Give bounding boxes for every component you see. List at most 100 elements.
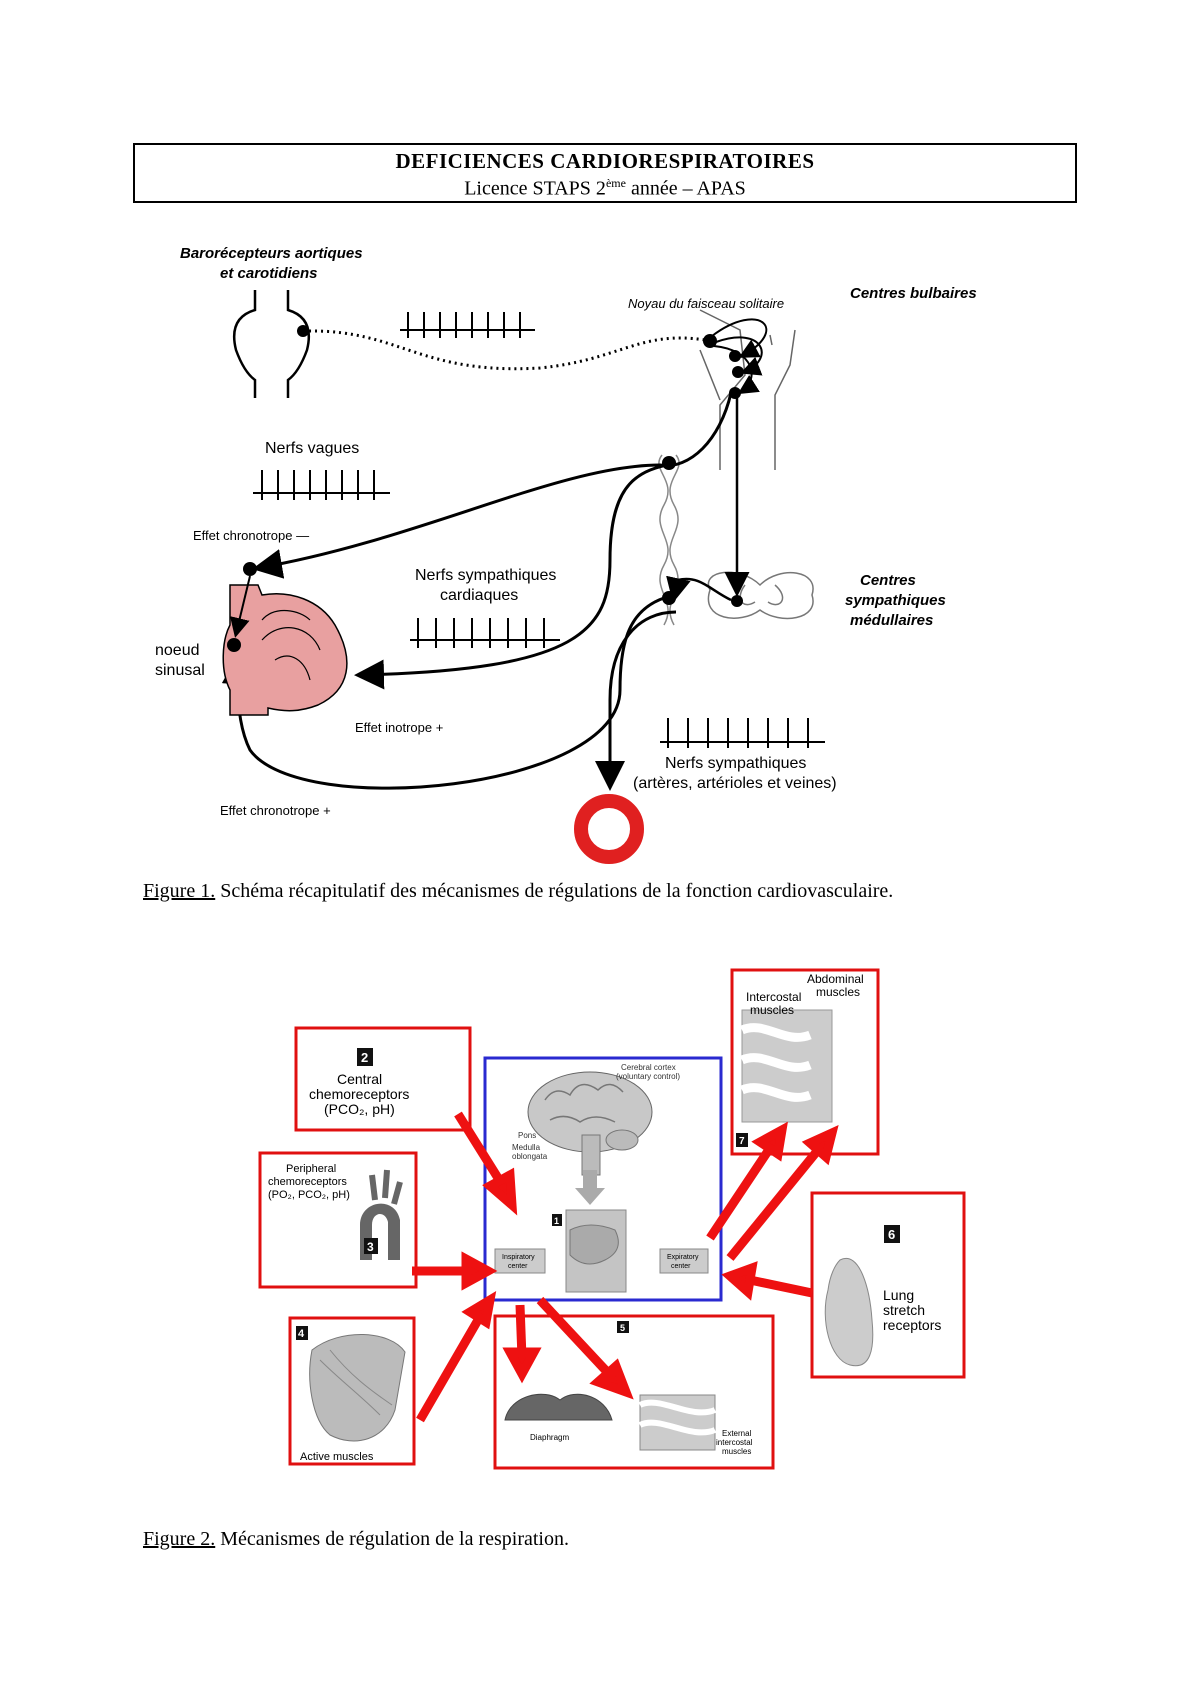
spinal-neuron-dot bbox=[731, 595, 743, 607]
central-label-2: chemoreceptors bbox=[309, 1086, 409, 1102]
centres-symp-label-2: sympathiques bbox=[845, 592, 946, 609]
figure-1-caption: Figure 1. Schéma récapitulatif des mécan… bbox=[143, 880, 893, 903]
vagal-pathway bbox=[252, 392, 733, 579]
brain-down-arrow bbox=[575, 1170, 605, 1205]
cortex-label-1: Cerebral cortex bbox=[621, 1063, 676, 1072]
muscles-number: 4 bbox=[298, 1328, 305, 1340]
expiratory-label-2: center bbox=[671, 1263, 691, 1270]
intercostal-label-1: Intercostal bbox=[746, 990, 801, 1004]
noeud-label-2: sinusal bbox=[155, 662, 205, 679]
lung-number: 6 bbox=[888, 1227, 895, 1242]
subtitle-text-end: année – APAS bbox=[625, 177, 746, 200]
resp-number-badge bbox=[617, 1321, 629, 1333]
center-number-badge bbox=[552, 1214, 562, 1226]
vagal-to-sinus-arrow bbox=[230, 575, 251, 638]
afferent-dotted-path bbox=[308, 329, 706, 371]
brainstem-shape bbox=[569, 1224, 619, 1265]
medulla-label-2: oblongata bbox=[512, 1152, 548, 1161]
diaphragm-label: Diaphragm bbox=[530, 1433, 569, 1442]
subtitle-text: Licence STAPS 2 bbox=[464, 177, 606, 200]
brain-illustration bbox=[527, 1071, 653, 1176]
blood-vessel-ring bbox=[574, 794, 644, 864]
ext-intercostal-label-1: External bbox=[722, 1429, 752, 1438]
central-label-3: (PCO₂, pH) bbox=[324, 1101, 395, 1117]
centres-symp-label-1: Centres bbox=[860, 572, 916, 589]
expiratory-label-1: Expiratory bbox=[667, 1254, 699, 1261]
spike-train-afferent bbox=[400, 312, 535, 338]
heart-illustration bbox=[222, 584, 348, 716]
noyau-label: Noyau du faisceau solitaire bbox=[628, 296, 784, 311]
expiratory-center-box bbox=[659, 1248, 709, 1274]
figure-2-respiration-diagram: Cerebral cortex (voluntary control) Pons… bbox=[258, 968, 966, 1470]
peripheral-label-3: (PO₂, PCO₂, pH) bbox=[268, 1189, 350, 1201]
active-muscles-label: Active muscles bbox=[300, 1451, 374, 1463]
figure-2-caption-text: Mécanismes de régulation de la respirati… bbox=[215, 1528, 569, 1550]
aortic-branches bbox=[369, 1169, 403, 1205]
figure-1-caption-label: Figure 1. bbox=[143, 880, 216, 902]
central-number-badge bbox=[357, 1048, 373, 1066]
resp-number: 5 bbox=[620, 1323, 625, 1333]
center-number: 1 bbox=[554, 1216, 559, 1226]
effet-chronotrope-plus-label: Effet chronotrope + bbox=[220, 803, 331, 818]
nerfs-sympathiques-cardiaques-label-2: cardiaques bbox=[440, 587, 518, 604]
abdominal-label-2: muscles bbox=[816, 985, 860, 999]
exp-muscles-number: 7 bbox=[739, 1136, 745, 1147]
subtitle-sup: ème bbox=[605, 176, 626, 190]
central-label-1: Central bbox=[337, 1071, 382, 1087]
abdominal-label-1: Abdominal bbox=[807, 972, 864, 986]
respiration-arrows bbox=[412, 1111, 839, 1423]
peripheral-number-badge bbox=[364, 1238, 378, 1254]
centres-symp-label-3: médullaires bbox=[850, 612, 933, 629]
noeud-label-1: noeud bbox=[155, 642, 200, 659]
peripheral-number: 3 bbox=[367, 1240, 374, 1254]
lung-label-2: stretch bbox=[883, 1302, 925, 1318]
ribs bbox=[638, 1399, 717, 1436]
figure-1-caption-text: Schéma récapitulatif des mécanismes de r… bbox=[215, 880, 894, 902]
shoulder-muscle-illustration bbox=[309, 1334, 406, 1442]
baroreceptors-label-1: Barorécepteurs aortiques bbox=[180, 245, 363, 262]
sinus-node-dot bbox=[227, 638, 241, 652]
ext-intercostal-label-3: muscles bbox=[722, 1447, 751, 1456]
figure-2-caption: Figure 2. Mécanismes de régulation de la… bbox=[143, 1528, 569, 1551]
spike-train-vagal bbox=[253, 470, 390, 500]
document-title: DEFICIENCES CARDIORESPIRATOIRES bbox=[395, 149, 815, 173]
ext-intercostal-label-2: intercostal bbox=[716, 1438, 753, 1447]
lung-label-1: Lung bbox=[883, 1287, 914, 1303]
effet-chronotrope-minus-label: Effet chronotrope — bbox=[193, 528, 309, 543]
inspiratory-center-box bbox=[494, 1248, 546, 1274]
muscles-number-badge bbox=[296, 1326, 308, 1340]
spinal-to-chain bbox=[666, 575, 732, 603]
inspiratory-label-1: Inspiratory bbox=[502, 1254, 535, 1261]
inspiratory-label-2: center bbox=[508, 1263, 528, 1270]
lung-label-3: receptors bbox=[883, 1317, 941, 1333]
nerfs-sympathiques-label-2: (artères, artérioles et veines) bbox=[633, 775, 837, 792]
nerfs-sympathiques-cardiaques-label-1: Nerfs sympathiques bbox=[415, 567, 556, 584]
exp-muscles-number-badge bbox=[736, 1133, 748, 1147]
pons-label: Pons bbox=[518, 1131, 536, 1140]
centres-bulbaires-label: Centres bulbaires bbox=[850, 285, 977, 302]
diaphragm-illustration bbox=[504, 1393, 613, 1421]
lung-number-badge bbox=[884, 1225, 900, 1243]
spike-train-cardiac bbox=[410, 618, 560, 648]
nerfs-sympathiques-label-1: Nerfs sympathiques bbox=[665, 755, 806, 772]
respiratory-muscles-box bbox=[493, 1314, 775, 1470]
document-subtitle: Licence STAPS 2ème année – APAS bbox=[135, 176, 1075, 201]
nucleus-circuit bbox=[703, 318, 768, 399]
peripheral-label-2: chemoreceptors bbox=[268, 1176, 347, 1188]
spike-train-vascular bbox=[660, 718, 825, 748]
document-header: DEFICIENCES CARDIORESPIRATOIRES Licence … bbox=[133, 143, 1077, 203]
vagal-terminal-dot bbox=[243, 562, 257, 576]
baroreceptor-vessel bbox=[232, 290, 311, 398]
lung-illustration bbox=[824, 1257, 874, 1367]
peripheral-label-1: Peripheral bbox=[286, 1163, 336, 1175]
cortex-label-2: (voluntary control) bbox=[616, 1072, 680, 1081]
intercostal-label-2: muscles bbox=[750, 1003, 794, 1017]
effet-inotrope-label: Effet inotrope + bbox=[355, 720, 443, 735]
chronotrope-plus-pathway bbox=[221, 596, 665, 790]
rib-cage bbox=[740, 1023, 812, 1102]
central-chemoreceptors-box bbox=[294, 1026, 472, 1132]
vascular-sympathetic-pathway bbox=[595, 610, 677, 791]
figure-2-caption-label: Figure 2. bbox=[143, 1528, 216, 1550]
muscle-fibers bbox=[319, 1349, 393, 1416]
baroreceptors-label-2: et carotidiens bbox=[220, 265, 318, 282]
